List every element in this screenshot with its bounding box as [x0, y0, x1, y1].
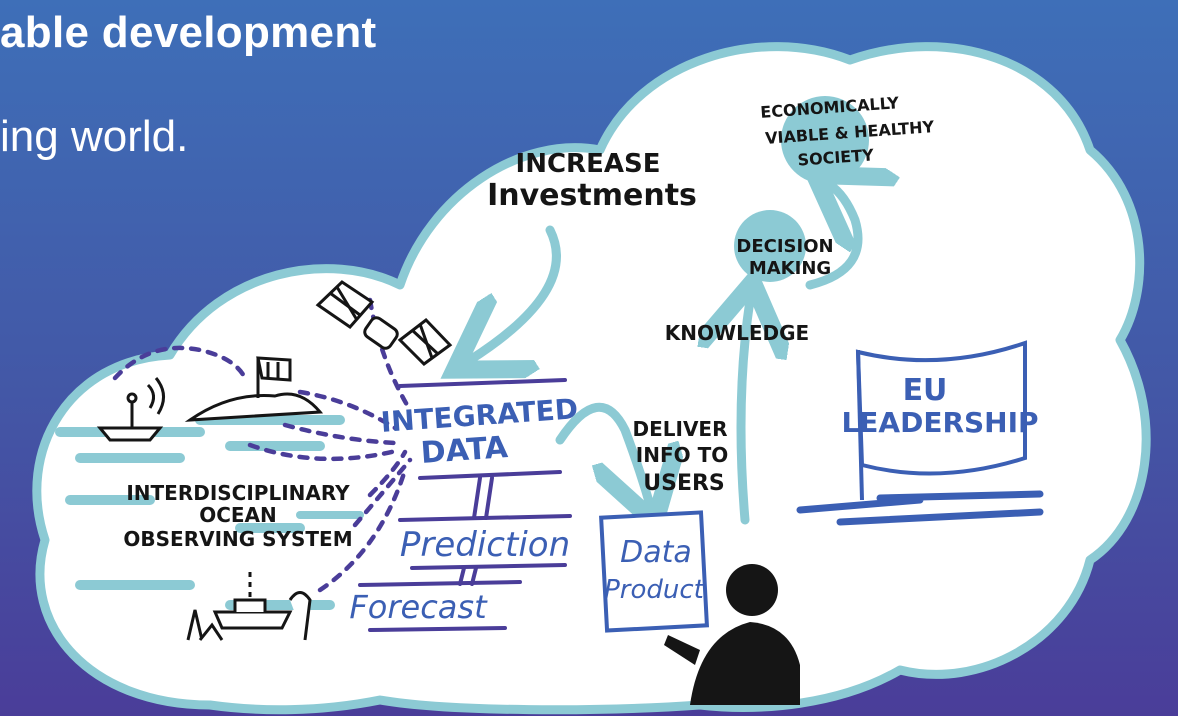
decision-line-2: MAKING — [749, 258, 831, 279]
observing-system-label: INTERDISCIPLINARY OCEAN OBSERVING SYSTEM — [123, 481, 352, 551]
data-pipeline — [358, 378, 572, 632]
investments-line-2: Investments — [487, 178, 697, 213]
ship-icon — [186, 572, 312, 641]
slide-subtitle: ing world. — [0, 112, 189, 161]
deliver-line-3: USERS — [643, 471, 725, 496]
slide-title: able development — [0, 8, 377, 57]
observing-line-2: OCEAN — [199, 503, 277, 527]
data-product-line-2: Product — [604, 575, 705, 605]
society-arrow — [810, 185, 858, 290]
satellite-icon — [315, 280, 453, 366]
deliver-line-2: INFO TO — [636, 443, 728, 467]
decision-circle — [734, 210, 806, 282]
increase-line-1: INCREASE — [516, 149, 661, 179]
observation-links — [112, 297, 413, 593]
investment-arrow — [470, 225, 561, 360]
forecast-label: Forecast — [349, 588, 488, 626]
prediction-label: Prediction — [400, 525, 570, 565]
island-flag-icon — [184, 356, 324, 422]
data-product-box — [599, 510, 710, 633]
deliver-arrow — [555, 402, 650, 505]
observing-line-3: OBSERVING SYSTEM — [123, 527, 352, 551]
leadership-label: LEADERSHIP — [841, 406, 1038, 439]
data-product-line-1: Data — [620, 535, 692, 570]
knowledge-label: KNOWLEDGE — [665, 321, 809, 345]
knowledge-arrow — [741, 300, 750, 525]
eu-flag-icon — [796, 340, 1044, 526]
society-circle — [781, 96, 869, 184]
eu-label: EU — [903, 373, 948, 408]
deliver-line-1: DELIVER — [633, 417, 728, 441]
observing-line-1: INTERDISCIPLINARY — [126, 481, 350, 505]
person-silhouette-icon — [664, 564, 800, 705]
decision-line-1: DECISION — [736, 236, 833, 257]
integrated-data-line-2: DATA — [420, 430, 510, 471]
buoy-icon — [96, 377, 165, 442]
